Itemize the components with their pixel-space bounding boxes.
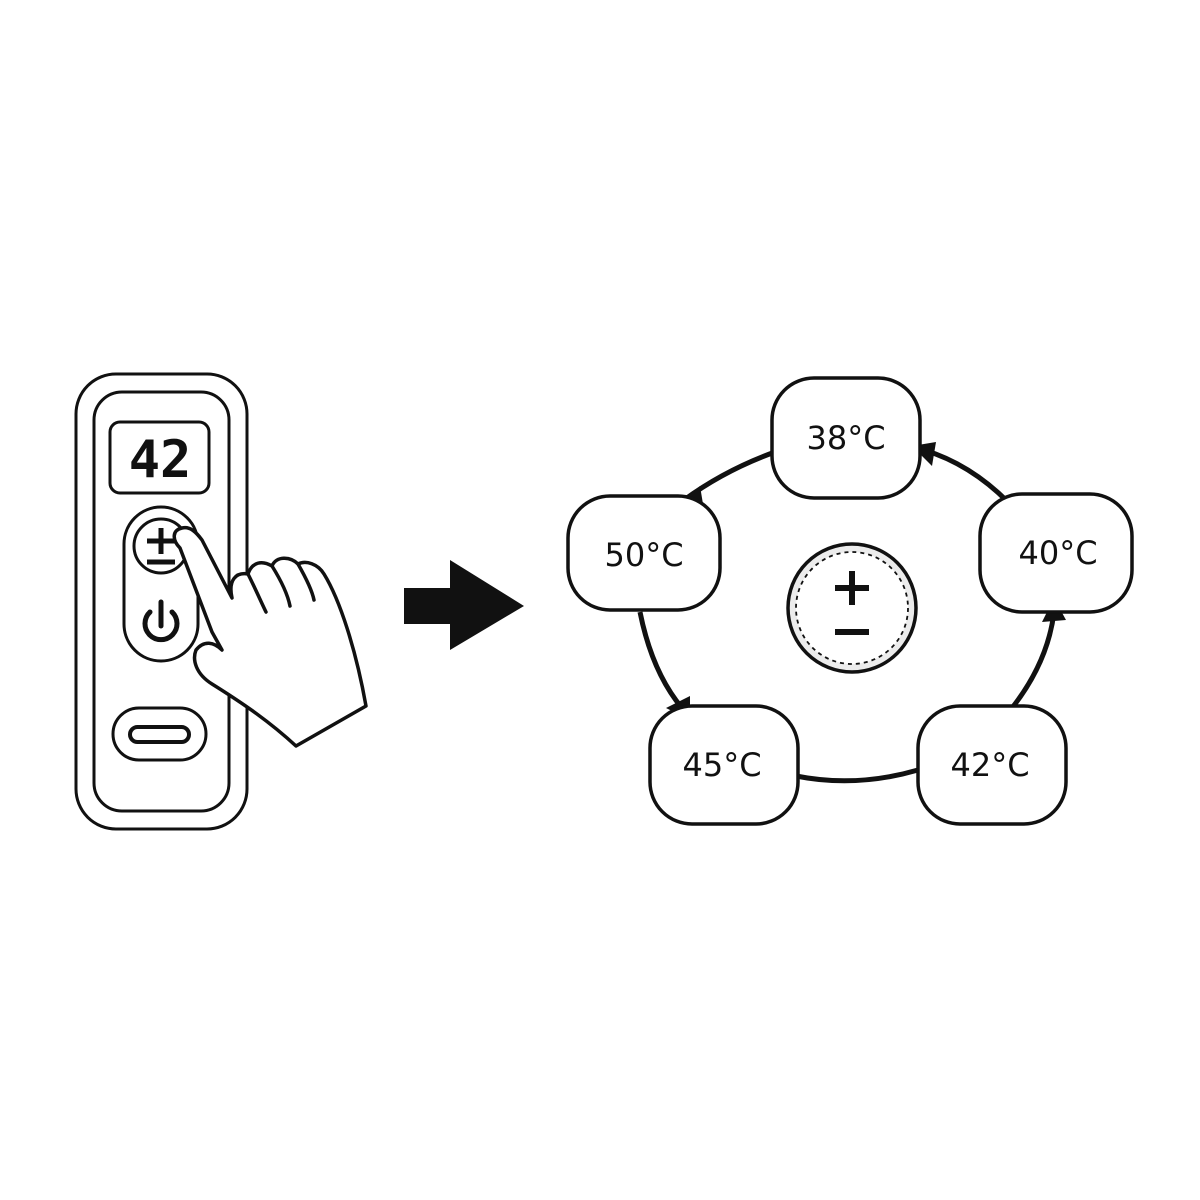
power-button[interactable]	[142, 599, 180, 643]
lcd-display-value: 42	[129, 430, 192, 490]
remote-control: 42	[74, 372, 249, 831]
plus-minus-icon	[147, 528, 175, 565]
node-label: 50°C	[604, 536, 683, 574]
usb-c-port	[111, 706, 208, 762]
power-icon	[142, 599, 180, 643]
plus-minus-icon	[835, 571, 869, 635]
node-42: 42°C	[916, 704, 1068, 826]
node-40: 40°C	[978, 492, 1134, 614]
connector-50-to-45	[637, 611, 684, 710]
node-38: 38°C	[770, 376, 922, 500]
connector-40-to-38	[923, 447, 1010, 504]
node-45: 45°C	[648, 704, 800, 826]
connector-42-to-40	[1010, 611, 1057, 710]
node-label: 42°C	[950, 746, 1029, 784]
pointing-hand-icon	[172, 525, 368, 748]
center-plus-minus-button	[786, 542, 918, 674]
node-label: 45°C	[682, 746, 761, 784]
node-50: 50°C	[566, 494, 722, 612]
node-label: 38°C	[806, 419, 885, 457]
node-label: 40°C	[1018, 534, 1097, 572]
connector-45-to-42	[795, 767, 919, 784]
lcd-display	[108, 420, 211, 495]
arrow-right-icon	[404, 560, 524, 650]
